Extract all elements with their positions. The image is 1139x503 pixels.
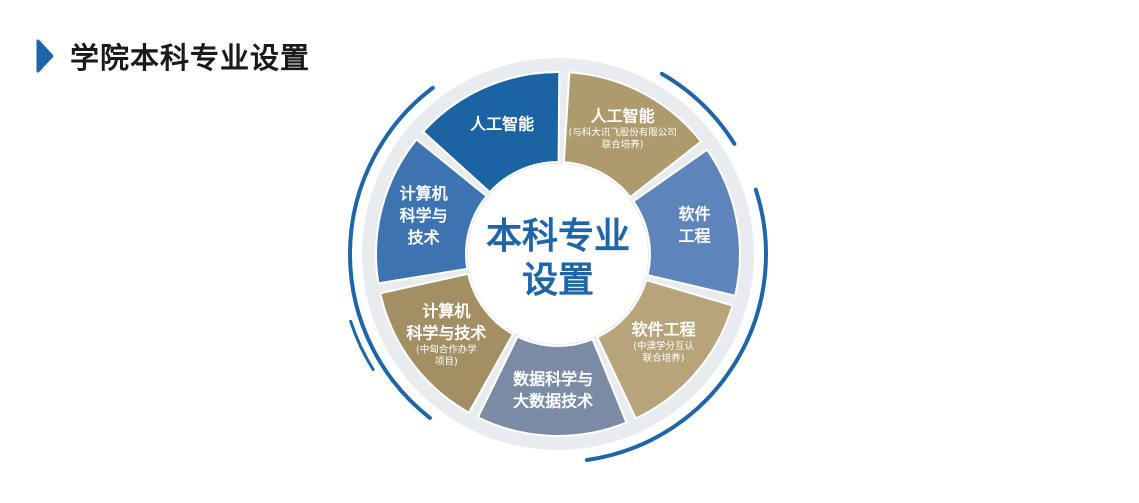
segment-label: 计算机	[422, 301, 470, 320]
segment-label: 科学与技术	[406, 323, 486, 342]
center-circle	[468, 164, 648, 344]
segment-label: 人工智能	[470, 114, 534, 133]
center-title-line1: 本科专业	[486, 216, 630, 257]
segment-sublabel: 联合培养)	[643, 352, 685, 364]
segment-data-science	[476, 335, 628, 437]
segment-cs-sino-myanmar	[379, 272, 515, 415]
segment-layer	[375, 70, 741, 437]
segment-software-eng	[632, 148, 741, 297]
page-header: 学院本科专业设置	[36, 36, 310, 76]
decor-arc-3	[584, 187, 768, 462]
segment-software-eng-sino-aus	[595, 278, 734, 420]
segment-cs	[375, 138, 488, 285]
segment-sublabel: 联合培养)	[602, 139, 644, 151]
segment-label: 工程	[678, 226, 710, 245]
segment-label: 数据科学与	[513, 370, 593, 389]
segment-sublabel: (与科大讯飞股份有限公司	[568, 127, 676, 139]
segment-ai	[421, 70, 561, 194]
segment-label: 软件	[678, 204, 710, 223]
segment-label: 科学与	[400, 206, 448, 225]
segment-label: 计算机	[400, 184, 448, 203]
segment-label: 大数据技术	[513, 392, 593, 411]
segment-sublabel: (中澳学分互认	[633, 340, 694, 352]
decor-arc-1	[347, 85, 435, 420]
segment-label: 人工智能	[591, 107, 655, 126]
decor-arc-2	[660, 71, 737, 146]
segment-sublabel: (中匈合作办学	[416, 343, 477, 355]
segment-label: 软件工程	[632, 320, 696, 339]
center-title-line2: 设置	[522, 260, 594, 301]
decor-arc-4	[349, 319, 375, 371]
chevron-right-icon	[36, 39, 54, 73]
label-layer: 人工智能(与科大讯飞股份有限公司联合培养)软件工程软件工程(中澳学分互认联合培养…	[400, 107, 711, 411]
page-title: 学院本科专业设置	[70, 41, 311, 75]
segment-sublabel: 项目)	[435, 356, 458, 367]
segment-label: 技术	[408, 228, 440, 247]
segment-ai-iflytek	[562, 71, 703, 199]
center-layer: 本科专业 设置	[468, 164, 648, 344]
